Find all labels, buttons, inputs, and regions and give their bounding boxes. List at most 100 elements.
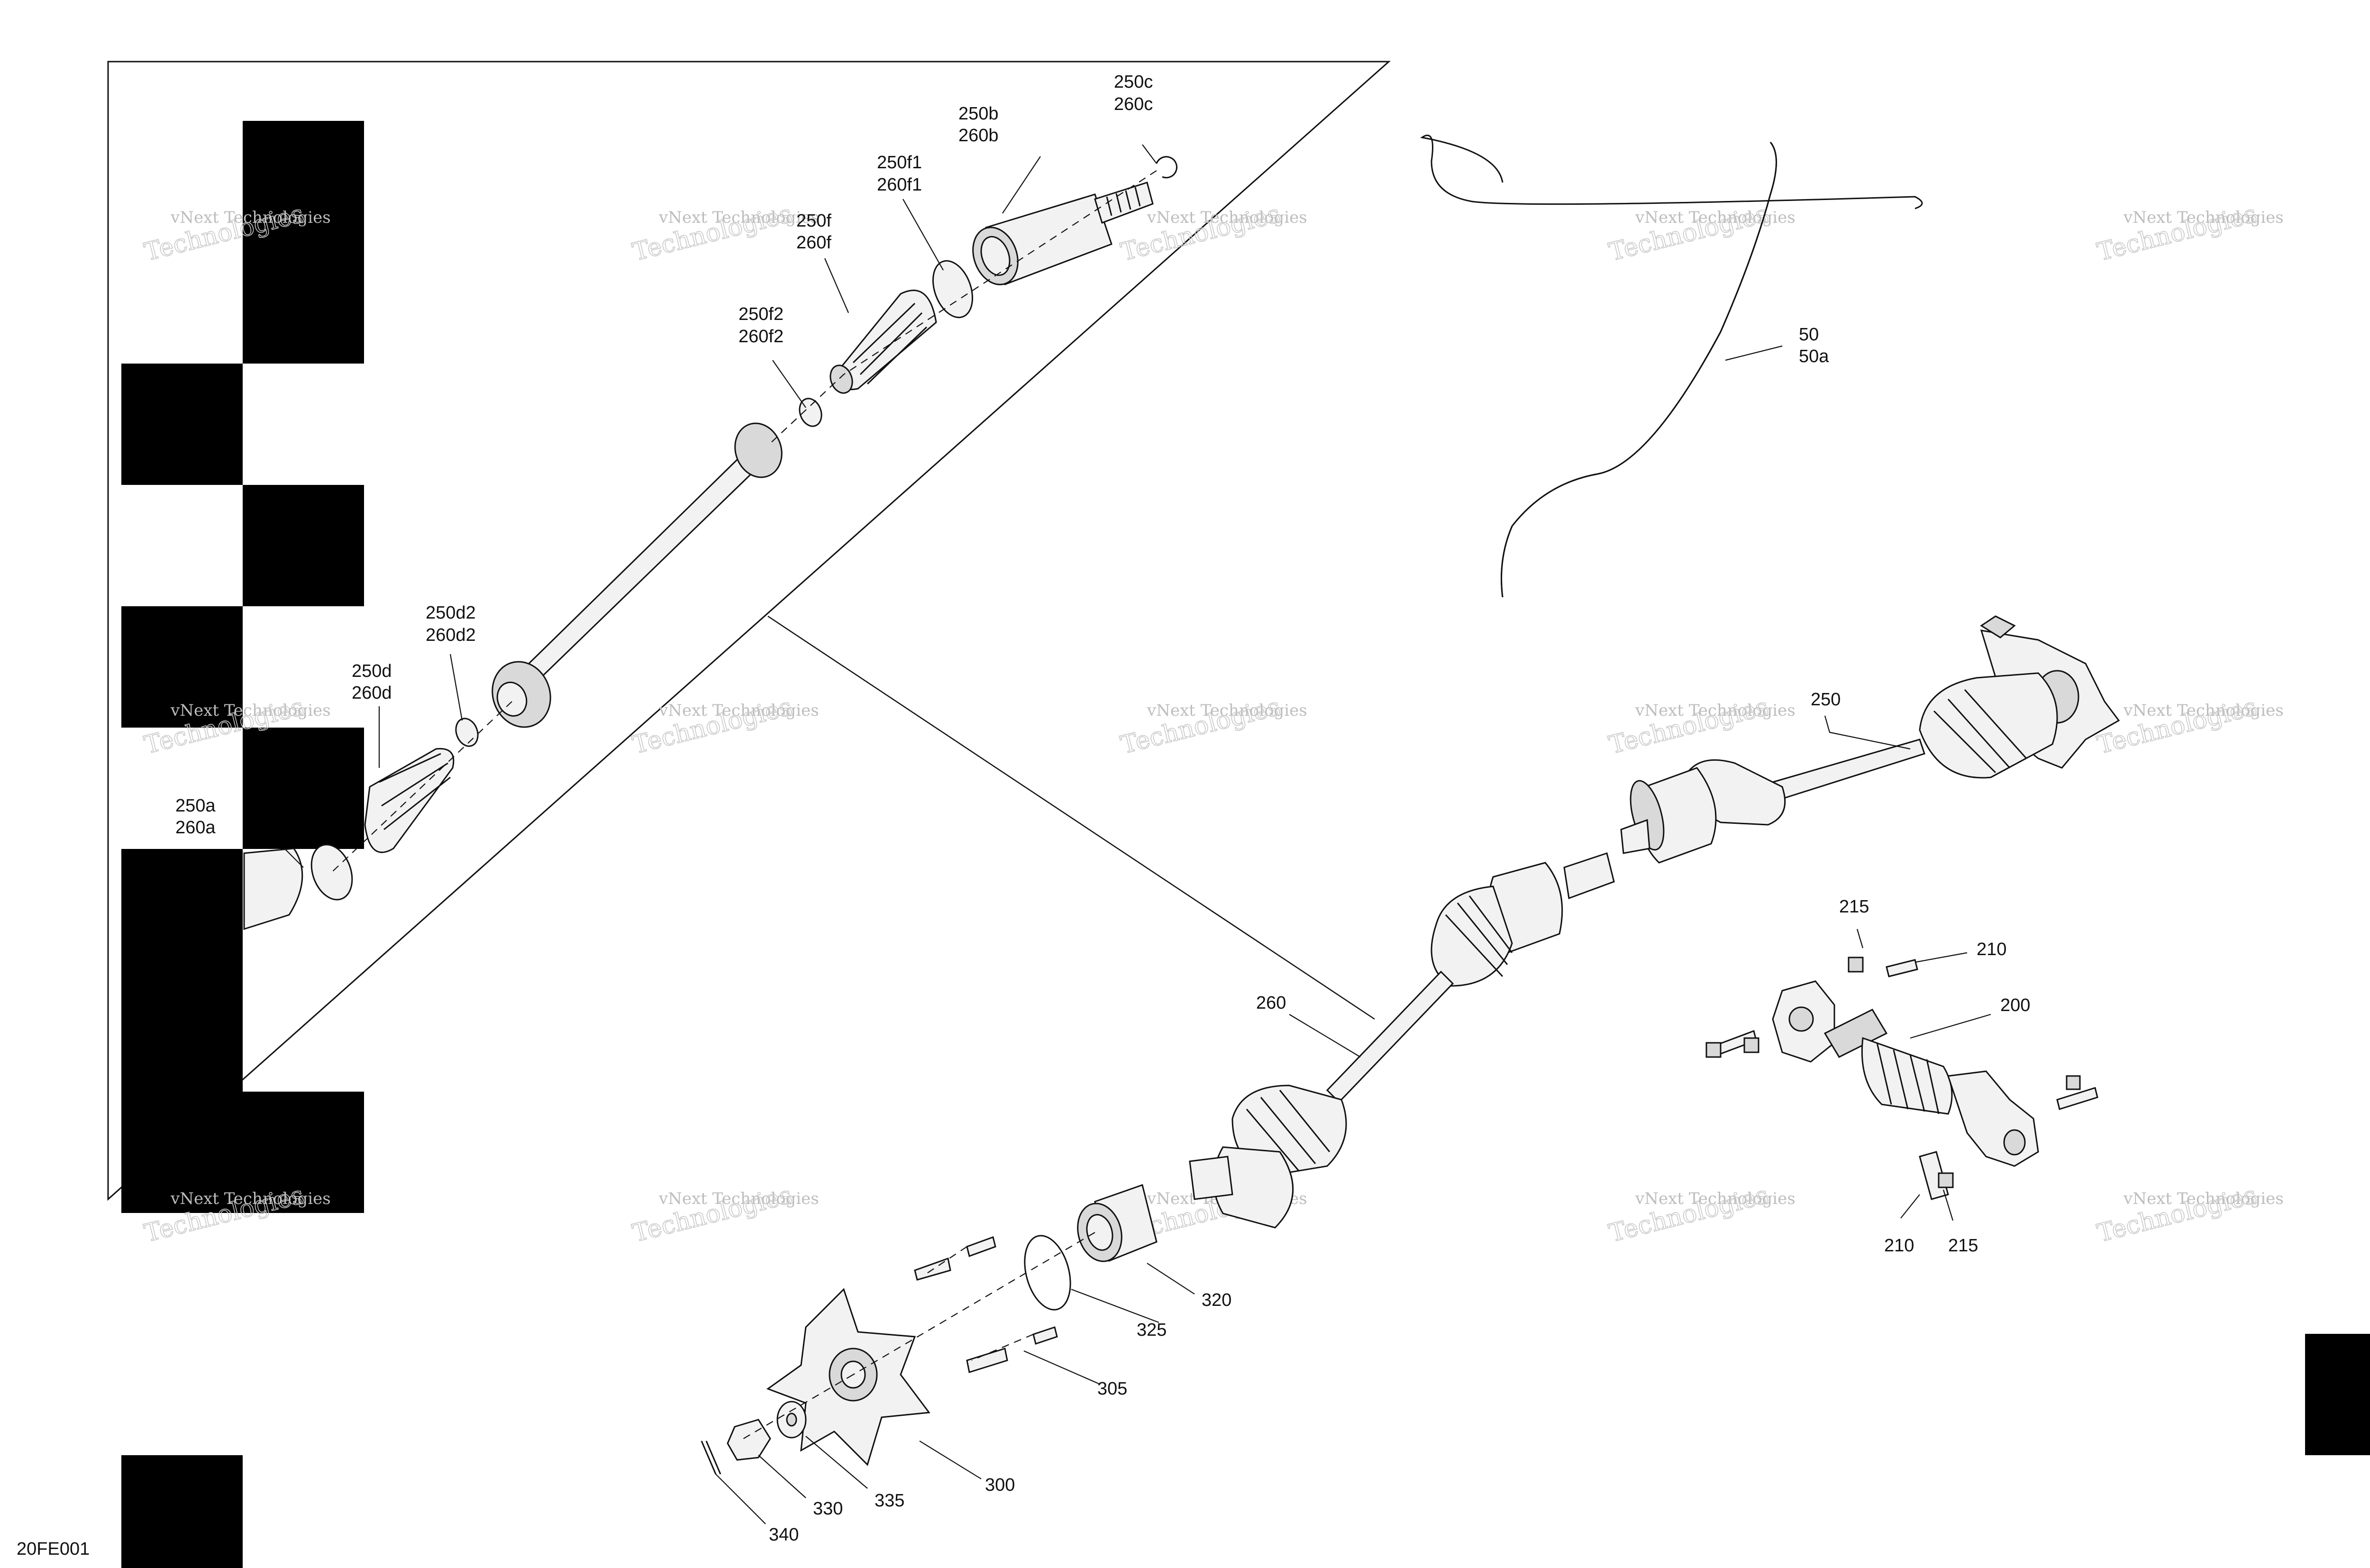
callout-250f1: 250f1 — [877, 153, 922, 173]
watermark: vNext Technologies Technologies — [1118, 199, 1307, 267]
detail-inset — [107, 61, 1391, 1201]
callout-250b: 250b — [958, 104, 999, 124]
breather-hose — [1420, 135, 1923, 598]
cv-joint-housing — [972, 182, 1154, 285]
watermark: vNext Technologies Technologies — [629, 1180, 819, 1248]
assembly-axis — [331, 170, 1157, 873]
callout-330: 330 — [813, 1499, 843, 1519]
callout-250a: 250a — [175, 796, 216, 816]
svg-text:vNext Technologies: vNext Technologies — [1147, 701, 1307, 720]
callout-260c: 260c — [1114, 94, 1153, 114]
callout-260d: 260d — [352, 683, 392, 703]
callout-200: 200 — [2000, 995, 2030, 1015]
diagram-id-code: 20FE001 — [17, 1539, 90, 1559]
axle-shaft-260 — [1326, 970, 1454, 1103]
watermark: vNext Technologies Technologies — [1606, 199, 1796, 267]
inset-shaft-parts — [243, 156, 1178, 930]
callout-250f: 250f — [796, 211, 831, 231]
callout-250d: 250d — [352, 661, 392, 681]
callout-250: 250 — [1811, 690, 1841, 710]
watermark: vNext Technologies Technologies — [1606, 1180, 1796, 1248]
redaction-block — [243, 121, 364, 364]
watermark: vNext Technologies Technologies — [1118, 692, 1307, 760]
inner-cv-boot — [364, 748, 455, 853]
inner-boot-260 — [1431, 885, 1513, 987]
u-joint-shaft — [1705, 957, 2098, 1200]
svg-text:vNext Technologies: vNext Technologies — [1635, 1189, 1796, 1208]
callout-50: 50 — [1799, 325, 1819, 345]
callout-305: 305 — [1097, 1379, 1127, 1399]
splined-stub-260-outer — [1189, 1156, 1233, 1200]
svg-text:vNext Technologies: vNext Technologies — [1635, 701, 1796, 720]
inset-leader-line — [767, 615, 1375, 1020]
boot-clamp — [932, 260, 974, 319]
watermark: vNext Technologies Technologies — [629, 692, 819, 760]
redaction-blocks — [121, 121, 2370, 1568]
callout-250f2: 250f2 — [738, 304, 784, 324]
leader-lines — [284, 144, 1991, 1524]
redaction-block — [2305, 1334, 2370, 1455]
drive-shaft-assembly — [1189, 615, 2120, 1229]
watermark: vNext Technologies Technologies — [1606, 692, 1796, 760]
circlip — [1156, 156, 1178, 179]
watermark: vNext Technologies Technologies — [2094, 1180, 2284, 1248]
redaction-block — [121, 1092, 364, 1213]
redaction-block — [243, 728, 364, 849]
svg-text:vNext Technologies: vNext Technologies — [1147, 208, 1307, 227]
hub-group — [701, 1184, 1158, 1475]
small-clamp — [455, 718, 479, 747]
inset-axle-shaft — [492, 422, 783, 728]
callout-300: 300 — [985, 1475, 1015, 1495]
callout-210-bottom: 210 — [1884, 1236, 1914, 1256]
svg-text:vNext Technologies: vNext Technologies — [2123, 208, 2284, 227]
snap-ring — [1024, 1235, 1071, 1311]
callout-325: 325 — [1137, 1320, 1167, 1340]
redaction-block — [121, 849, 243, 1092]
callout-320: 320 — [1202, 1290, 1231, 1310]
watermark: vNext Technologies Technologies — [629, 199, 819, 267]
redaction-block — [121, 606, 243, 728]
splined-stub-250 — [1620, 819, 1650, 854]
svg-text:vNext Technologies: vNext Technologies — [2123, 1189, 2284, 1208]
callout-260b: 260b — [958, 126, 999, 146]
svg-text:vNext Technologies: vNext Technologies — [2123, 701, 2284, 720]
callout-labels: 250c 260c 250b 260b 250f1 260f1 250f 260… — [17, 72, 2030, 1559]
callout-250c: 250c — [1114, 72, 1153, 92]
callout-210-top: 210 — [1977, 939, 2006, 959]
small-clamp — [799, 398, 822, 427]
fasteners — [1705, 957, 2098, 1200]
svg-text:vNext Technologies: vNext Technologies — [658, 1189, 819, 1208]
inner-cv-housing — [243, 848, 303, 930]
callout-340: 340 — [769, 1525, 799, 1545]
svg-text:vNext Technologies: vNext Technologies — [170, 208, 331, 227]
callout-260f2: 260f2 — [738, 327, 784, 346]
watermark: vNext Technologies Technologies — [2094, 692, 2284, 760]
svg-text:vNext Technologies: vNext Technologies — [1635, 208, 1796, 227]
cotter-pin — [701, 1440, 721, 1475]
svg-text:vNext Technologies: vNext Technologies — [170, 1189, 331, 1208]
wheel-bearing — [1077, 1184, 1158, 1262]
callout-215-bottom: 215 — [1948, 1236, 1978, 1256]
boot-clamp — [310, 844, 353, 901]
callout-215-top: 215 — [1839, 897, 1869, 917]
callout-260: 260 — [1256, 993, 1286, 1013]
wheel-studs — [914, 1236, 1058, 1373]
callout-260a: 260a — [175, 818, 216, 838]
svg-text:vNext Technologies: vNext Technologies — [658, 701, 819, 720]
redaction-block — [121, 364, 243, 485]
callout-260f1: 260f1 — [877, 175, 922, 195]
redaction-block — [243, 485, 364, 606]
axle-shaft-250 — [1771, 738, 1925, 800]
svg-text:vNext Technologies: vNext Technologies — [170, 701, 331, 720]
callout-260d2: 260d2 — [426, 625, 476, 645]
watermark: vNext Technologies Technologies — [2094, 199, 2284, 267]
splined-stub-260 — [1563, 852, 1615, 900]
hub-assembly-axis — [739, 1232, 1095, 1441]
callout-50a: 50a — [1799, 346, 1829, 366]
callout-335: 335 — [875, 1491, 904, 1511]
cv-boot — [830, 290, 937, 394]
outer-boot-250 — [1919, 672, 2058, 779]
svg-text:vNext Technologies: vNext Technologies — [658, 208, 819, 227]
castle-nut — [727, 1419, 771, 1461]
